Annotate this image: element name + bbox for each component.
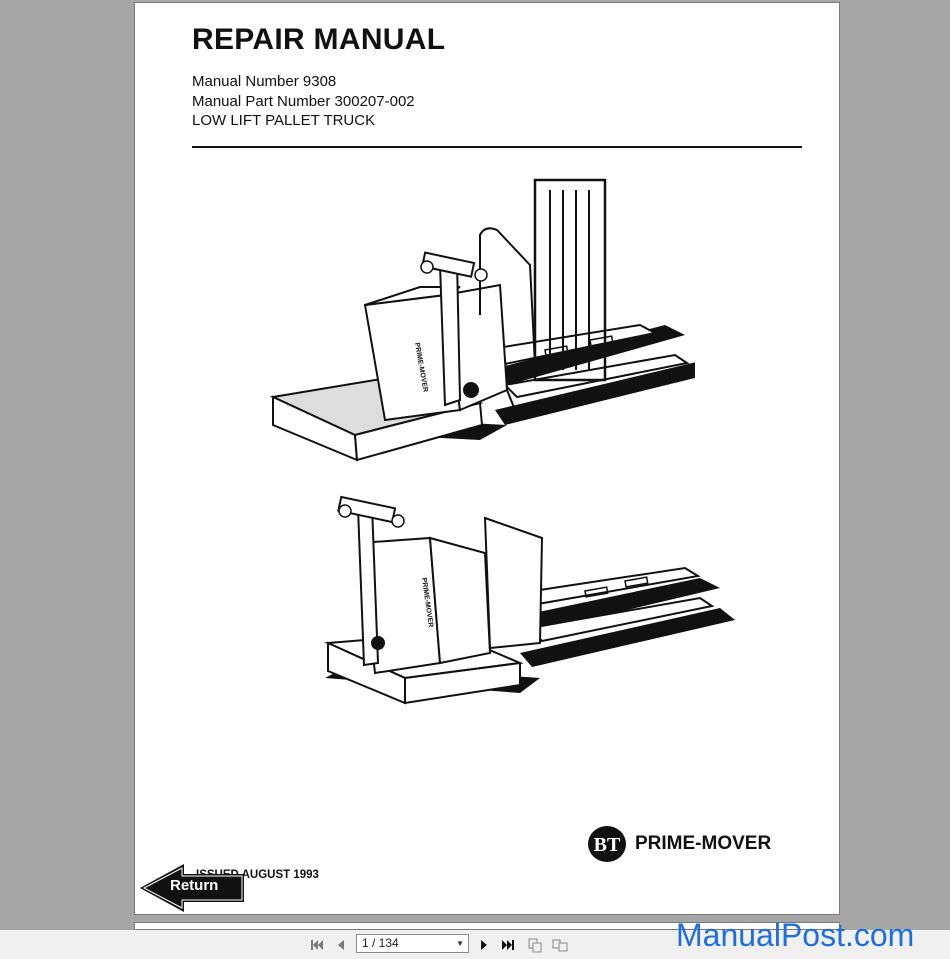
document-title: REPAIR MANUAL bbox=[192, 23, 446, 56]
page-number-select[interactable]: 1 / 134 ▼ bbox=[356, 934, 469, 953]
page-indicator: 1 / 134 bbox=[362, 936, 399, 950]
manual-number: Manual Number 9308 bbox=[192, 73, 337, 90]
prev-page-icon[interactable] bbox=[333, 937, 349, 953]
pdf-toolbar: 1 / 134 ▼ bbox=[0, 930, 950, 959]
pallet-truck-illustration-top: PRIME-MOVER bbox=[269, 178, 695, 462]
product-name: LOW LIFT PALLET TRUCK bbox=[192, 112, 376, 129]
pallet-truck-illustration-bottom: PRIME-MOVER bbox=[324, 495, 735, 705]
return-label: Return bbox=[170, 877, 219, 894]
compare-icon[interactable] bbox=[552, 937, 568, 953]
return-button[interactable]: Return bbox=[140, 862, 244, 914]
title-rule bbox=[192, 146, 802, 148]
brand-name: PRIME-MOVER bbox=[635, 833, 772, 854]
return-arrow-icon bbox=[140, 864, 244, 912]
dropdown-arrow-icon: ▼ bbox=[456, 939, 464, 948]
watermark-text: ManualPost.com bbox=[676, 917, 915, 953]
copy-icon[interactable] bbox=[527, 937, 543, 953]
first-page-icon[interactable] bbox=[309, 937, 325, 953]
next-page-icon[interactable] bbox=[476, 937, 492, 953]
last-page-icon[interactable] bbox=[500, 937, 516, 953]
bt-logo: BT bbox=[588, 826, 626, 862]
next-page-edge bbox=[134, 922, 840, 930]
manual-part-number: Manual Part Number 300207-002 bbox=[192, 93, 415, 110]
svg-text:BT: BT bbox=[594, 834, 621, 856]
document-page: REPAIR MANUAL Manual Number 9308 Manual … bbox=[134, 2, 840, 915]
